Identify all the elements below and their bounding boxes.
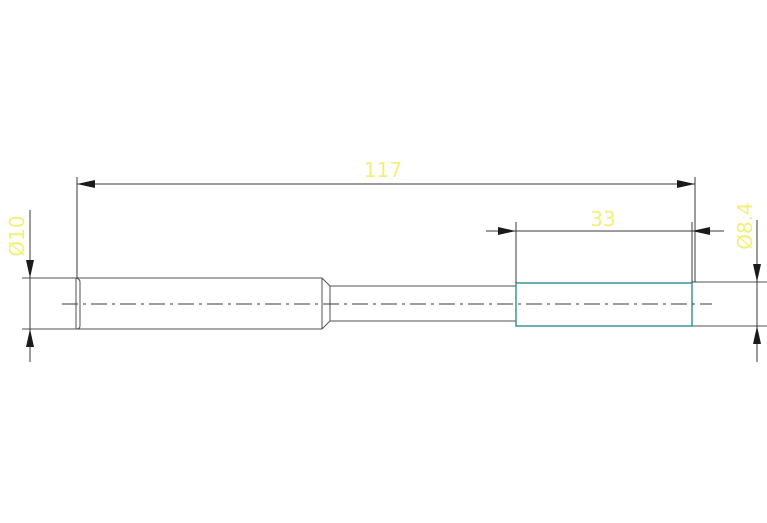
right-diameter-dimension[interactable] (753, 220, 761, 362)
left-chamfer (75, 277, 81, 330)
right-diameter-label: Ø8.4 (733, 202, 757, 250)
overall-length-label: 117 (364, 158, 402, 182)
right-diameter-arrow-top (753, 264, 761, 282)
step-chamfer-top (321, 277, 331, 287)
left-diameter-label: Ø10 (5, 215, 29, 256)
step-chamfer-bottom (321, 320, 331, 330)
section-length-dimension[interactable] (486, 222, 724, 283)
drawing-panel (0, 160, 767, 363)
overall-arrow-right (677, 180, 695, 188)
overall-arrow-left (77, 180, 95, 188)
left-diameter-arrow-bottom (26, 329, 34, 347)
left-diameter-dimension[interactable] (26, 210, 34, 362)
section-arrow-right (692, 227, 710, 235)
left-diameter-arrow-top (26, 260, 34, 278)
section-arrow-left (498, 227, 516, 235)
right-diameter-arrow-bottom (753, 326, 761, 344)
overall-length-dimension[interactable] (76, 177, 696, 282)
section-length-label: 33 (590, 207, 615, 231)
